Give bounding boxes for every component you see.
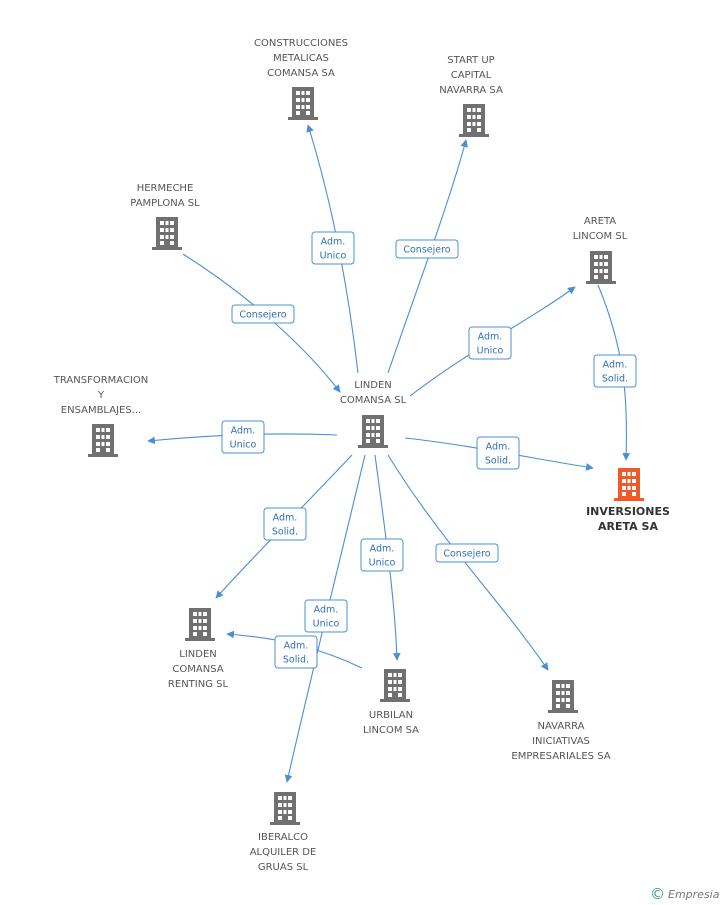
company-name-line: HERMECHE [137,183,194,194]
relationship-label-text: Solid. [602,374,628,385]
company-node-inversiones[interactable]: INVERSIONES ARETA SA [586,468,670,533]
company-node-urbilan[interactable]: URBILAN LINCOM SA [363,669,419,736]
relationship-label-e2[interactable]: Consejero [395,239,459,259]
building-icon [358,415,388,448]
relationship-label-e5[interactable]: Adm. Solid. [593,354,637,388]
company-name-line: NAVARRA SA [439,85,503,96]
relationship-label-text: Adm. [284,641,309,652]
company-name-line: INICIATIVAS [532,736,590,747]
footer: © Empresia [650,885,720,903]
building-icon [288,87,318,120]
relationship-label-text: Adm. [314,605,339,616]
brand-logo-text: Empresia [668,888,720,901]
relationship-label-text: Adm. [603,360,628,371]
copyright-icon: © [650,885,665,903]
company-node-transformacion[interactable]: TRANSFORMACION Y ENSAMBLAJES... [53,375,148,457]
relationship-label-text: Solid. [485,456,511,467]
company-name-line: RENTING SL [168,679,229,690]
company-name-line: ALQUILER DE [250,847,317,858]
relationship-label-e3[interactable]: Consejero [231,304,295,324]
company-name-line: LINCOM SL [573,231,628,242]
relationship-label-text: Unico [320,251,347,262]
company-name-line: CONSTRUCCIONES [254,38,348,49]
company-name-line: METALICAS [273,53,329,64]
company-name-line: COMANSA SA [267,68,335,79]
relationship-arrow-e1 [306,124,359,374]
company-name-line: LINDEN [179,649,217,660]
building-icon [88,424,118,457]
relationship-label-text: Unico [230,440,257,451]
company-name-line: COMANSA SL [340,395,407,406]
relationship-label-e6[interactable]: Adm. Unico [221,420,265,454]
company-name-line: LINCOM SA [363,725,419,736]
company-name-line: INVERSIONES [586,505,670,518]
company-name-line: LINDEN [354,380,392,391]
relationship-label-text: Adm. [321,237,346,248]
building-icon [548,680,578,713]
company-node-linden_renting[interactable]: LINDEN COMANSA RENTING SL [168,608,229,690]
company-node-construcciones[interactable]: CONSTRUCCIONES METALICAS COMANSA SA [254,38,348,120]
company-name-line: URBILAN [369,710,413,721]
relationship-label-text: Consejero [403,245,450,256]
relationship-label-e1[interactable]: Adm. Unico [311,231,355,265]
relationship-label-e7[interactable]: Adm. Solid. [476,436,520,470]
company-name-line: ENSAMBLAJES... [61,405,141,416]
relationship-label-text: Adm. [231,426,256,437]
company-node-linden[interactable]: LINDEN COMANSA SL [340,380,407,448]
company-name-line: TRANSFORMACION [53,375,148,386]
relationship-label-e4[interactable]: Adm. Unico [468,326,512,360]
company-node-areta_lincom[interactable]: ARETA LINCOM SL [573,216,628,284]
company-name-line: ARETA [584,216,616,227]
relationship-label-text: Adm. [370,544,395,555]
relationship-arrow-e10 [387,454,549,671]
building-icon [614,468,644,501]
building-icon [586,251,616,284]
company-name-line: PAMPLONA SL [130,198,200,209]
company-name-line: START UP [447,55,494,66]
building-icon [185,608,215,641]
relationship-label-e9[interactable]: Adm. Unico [360,538,404,572]
relationship-label-text: Solid. [283,655,309,666]
company-node-iberalco[interactable]: IBERALCO ALQUILER DE GRUAS SL [250,792,317,873]
relationship-label-e8[interactable]: Adm. Solid. [263,507,307,541]
relationship-label-text: Unico [477,346,504,357]
company-name-line: COMANSA [172,664,223,675]
company-node-startup[interactable]: START UP CAPITAL NAVARRA SA [439,55,503,137]
relationship-label-e11[interactable]: Adm. Unico [304,599,348,633]
building-icon [152,217,182,250]
relationship-label-text: Consejero [443,549,490,560]
relationship-label-text: Solid. [272,527,298,538]
company-name-line: EMPRESARIALES SA [511,751,610,762]
building-icon [459,104,489,137]
relationship-label-text: Adm. [486,442,511,453]
relationship-label-text: Consejero [239,310,286,321]
company-node-hermeche[interactable]: HERMECHE PAMPLONA SL [130,183,200,250]
relationship-label-e10[interactable]: Consejero [435,543,499,563]
relationship-label-text: Unico [369,558,396,569]
relationship-label-text: Unico [313,619,340,630]
company-name-line: ARETA SA [598,520,658,533]
company-name-line: NAVARRA [537,721,584,732]
relationship-label-text: Adm. [478,332,503,343]
relationship-label-e12[interactable]: Adm. Solid. [274,635,318,669]
relationship-label-text: Adm. [273,513,298,524]
company-name-line: IBERALCO [258,832,308,843]
company-name-line: GRUAS SL [258,862,309,873]
company-node-navarra[interactable]: NAVARRA INICIATIVAS EMPRESARIALES SA [511,680,611,762]
company-name-line: Y [97,390,105,401]
company-name-line: CAPITAL [451,70,492,81]
building-icon [380,669,410,702]
building-icon [270,792,300,825]
